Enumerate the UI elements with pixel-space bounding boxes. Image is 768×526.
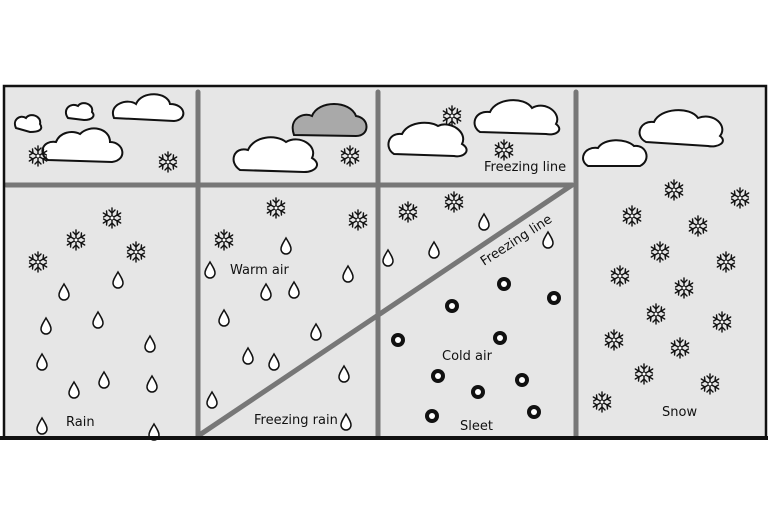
sleet-pellet-icon (425, 409, 439, 423)
sleet-pellet-icon (445, 299, 459, 313)
sleet-pellet-icon (431, 369, 445, 383)
sleet-pellet-icon (547, 291, 561, 305)
rain-label: Rain (66, 415, 95, 430)
sleet-label: Sleet (460, 419, 493, 434)
cloud-icon (582, 139, 648, 167)
cloud-icon (473, 99, 561, 136)
cloud-icon (232, 136, 319, 174)
cloud-icon (64, 102, 95, 122)
snow-label: Snow (662, 405, 697, 420)
cloud-icon (291, 103, 368, 138)
cloud-icon (14, 114, 43, 134)
sleet-pellet-icon (527, 405, 541, 419)
dividers (3, 89, 579, 439)
sleet-pellet-icon (493, 331, 507, 345)
sleet-pellet-icon (471, 385, 485, 399)
cloud-icon (111, 93, 185, 123)
freezing-line-label-top: Freezing line (484, 160, 566, 175)
cloud-icon (638, 109, 724, 148)
freezing-rain-label: Freezing rain (254, 413, 338, 428)
cold-air-label: Cold air (442, 349, 493, 364)
freezing-line-diagonal (195, 182, 575, 439)
clouds (14, 93, 724, 174)
cloud-icon (387, 121, 468, 158)
sleet-pellet-icon (391, 333, 405, 347)
sleet-pellet-icon (497, 277, 511, 291)
sleet-pellet-icon (515, 373, 529, 387)
warm-air-label: Warm air (230, 263, 289, 278)
cloud-icon (41, 127, 124, 164)
